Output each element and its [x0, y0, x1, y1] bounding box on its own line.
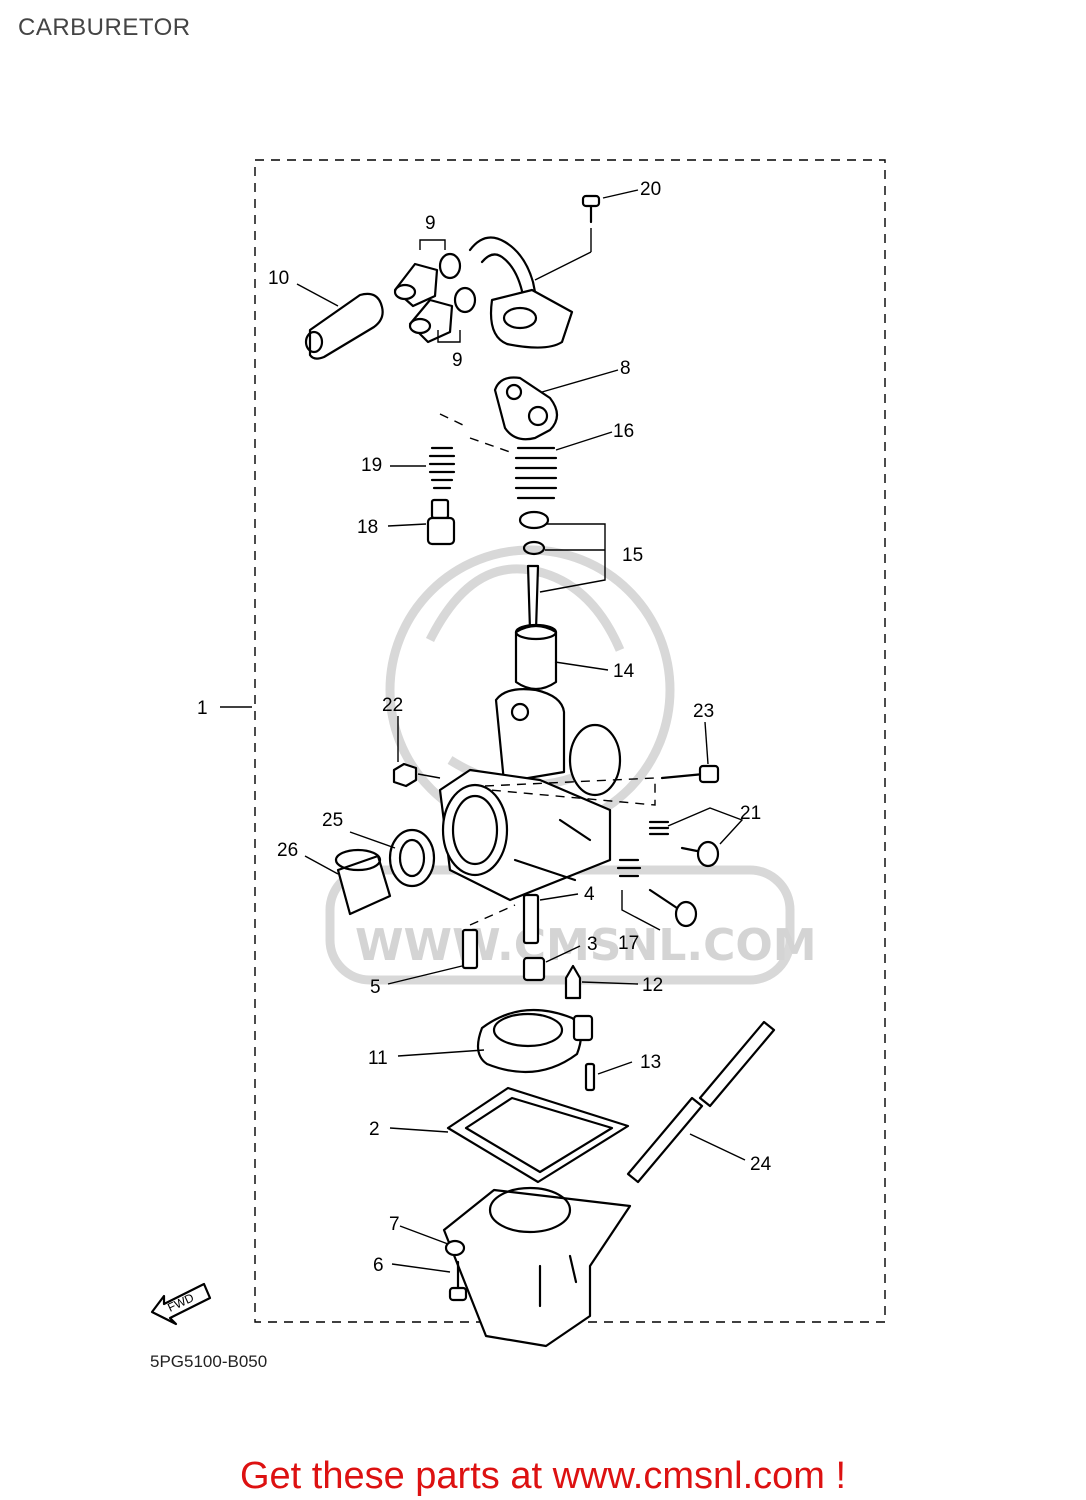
callout-12: 12 — [642, 975, 663, 996]
callout-14: 14 — [613, 661, 635, 682]
callout-7: 7 — [389, 1214, 400, 1235]
part-6-screw — [448, 1260, 468, 1302]
part-24-pipe — [626, 1020, 776, 1184]
part-4-jet — [522, 893, 540, 945]
callout-5: 5 — [370, 977, 381, 998]
callout-1: 1 — [197, 698, 208, 719]
callout-22: 22 — [382, 695, 403, 716]
part-22-nut — [392, 762, 441, 788]
part-19-spring — [428, 446, 456, 490]
part-25-ring — [388, 828, 436, 888]
callout-24: 24 — [750, 1154, 772, 1175]
promo-link[interactable]: Get these parts at www.cmsnl.com ! — [239, 1455, 847, 1497]
part-10-cap — [304, 292, 384, 360]
float-chamber — [442, 1186, 632, 1348]
part-18-screw — [426, 498, 456, 546]
part-17-spring-screw — [616, 858, 698, 931]
callout-9-lower: 9 — [452, 350, 463, 371]
callout-23: 23 — [693, 701, 714, 722]
part-13-pin — [584, 1062, 596, 1092]
page-title: CARBURETOR — [18, 14, 191, 41]
part-2-gasket — [446, 1086, 630, 1184]
callout-19: 19 — [361, 455, 382, 476]
callout-numbers: 1 2 3 4 5 6 7 8 9 9 10 11 12 13 14 15 16… — [197, 179, 772, 1276]
diagram-code: 5PG5100-B050 — [150, 1352, 268, 1371]
callout-6: 6 — [373, 1255, 384, 1276]
callout-18: 18 — [357, 517, 378, 538]
callout-9-upper: 9 — [425, 213, 436, 234]
assembly-frame — [254, 159, 886, 1323]
part-9-nuts — [393, 239, 477, 344]
watermark-text: WWW.CMSNL.COM — [355, 920, 817, 971]
part-12-needle — [564, 964, 582, 1000]
callout-8: 8 — [620, 358, 631, 379]
part-5-screw — [461, 904, 516, 970]
carburetor-body — [438, 688, 622, 902]
part-26-ring — [334, 848, 392, 916]
callout-4: 4 — [584, 884, 595, 905]
part-9-fuel-elbow — [468, 236, 574, 349]
part-11-float — [476, 1008, 594, 1074]
callout-2: 2 — [369, 1119, 380, 1140]
part-21-spring-screw — [648, 820, 720, 868]
part-3-jet — [522, 956, 546, 982]
part-14-throttle-valve — [514, 623, 558, 691]
callout-15: 15 — [622, 545, 643, 566]
callout-25: 25 — [322, 810, 343, 831]
callout-13: 13 — [640, 1052, 661, 1073]
callout-16: 16 — [613, 421, 634, 442]
part-16-spring — [514, 446, 558, 500]
callout-26: 26 — [277, 840, 298, 861]
callout-17: 17 — [618, 933, 639, 954]
part-7-washer — [444, 1239, 466, 1257]
forward-arrow-icon: FWD — [150, 1282, 212, 1326]
part-23-screw — [484, 764, 720, 806]
callout-21: 21 — [740, 803, 761, 824]
callout-3: 3 — [587, 934, 598, 955]
callout-10: 10 — [268, 268, 289, 289]
callout-11: 11 — [368, 1048, 388, 1069]
part-20-screw — [534, 194, 601, 281]
leader-lines — [220, 189, 746, 1273]
part-8-plate — [493, 376, 559, 441]
callout-20: 20 — [640, 179, 661, 200]
